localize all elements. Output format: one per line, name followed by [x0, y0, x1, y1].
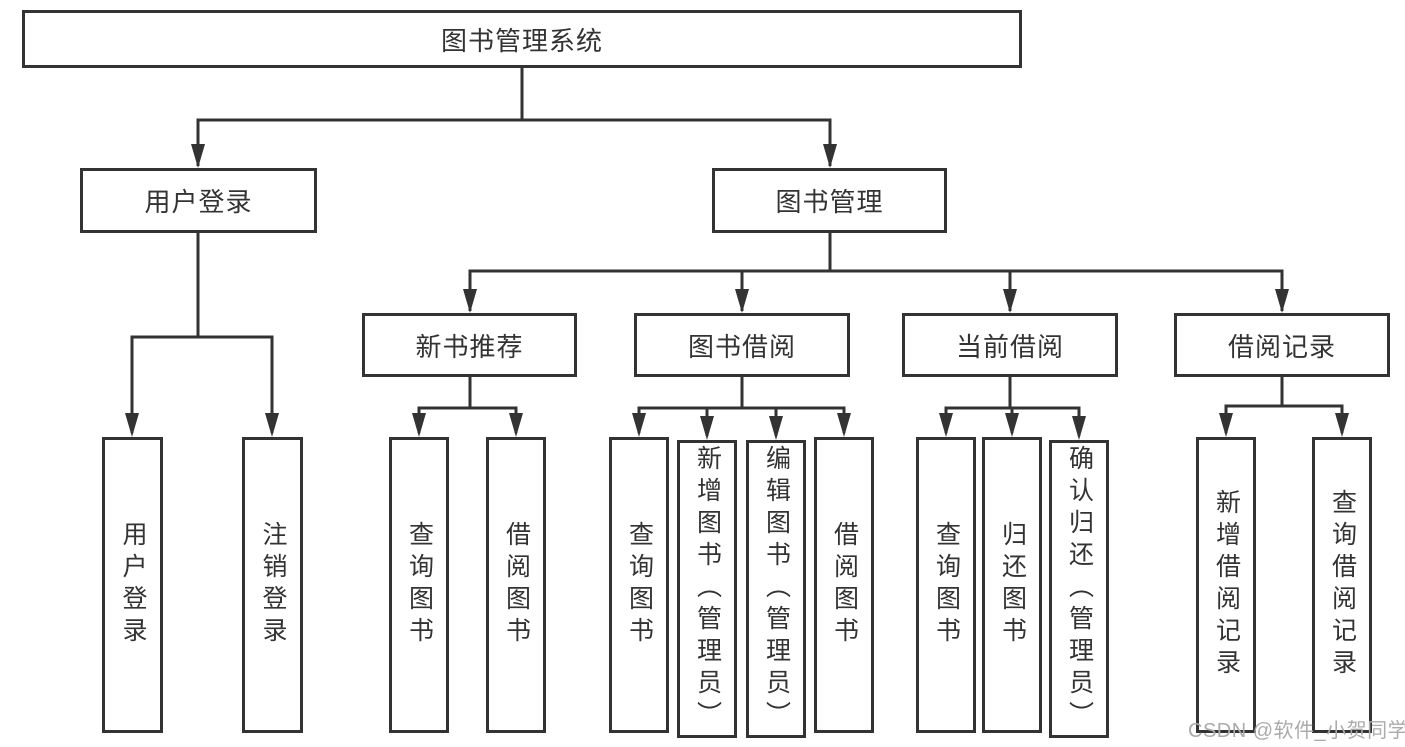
node-label: 查询借阅记录: [1328, 489, 1357, 681]
node-leaf-add-borrow-record: 新增借阅记录: [1196, 437, 1256, 733]
node-leaf-query-books-2: 查询图书: [609, 437, 669, 733]
node-label: 新增借阅记录: [1212, 489, 1241, 681]
node-label: 用户登录: [119, 521, 147, 649]
node-user-login: 用户登录: [80, 168, 317, 233]
node-label: 图书借阅: [687, 331, 796, 362]
node-label: 新书推荐: [415, 331, 524, 362]
node-label: 图书管理: [775, 187, 884, 217]
node-book-management: 图书管理: [712, 168, 947, 233]
node-leaf-edit-book-admin: 编辑图书（管理员）: [746, 440, 806, 738]
node-label: 编辑图书（管理员）: [762, 445, 791, 733]
node-label: 查询图书: [625, 521, 654, 649]
node-borrowing-records: 借阅记录: [1174, 313, 1390, 377]
node-leaf-return-books: 归还图书: [982, 437, 1042, 733]
node-label: 借阅图书: [502, 521, 531, 649]
node-leaf-borrow-books-1: 借阅图书: [486, 437, 546, 733]
node-label: 查询图书: [932, 521, 961, 649]
node-library-system: 图书管理系统: [22, 10, 1022, 68]
node-label: 当前借阅: [955, 331, 1064, 362]
node-leaf-confirm-return-admin: 确认归还（管理员）: [1049, 440, 1109, 738]
node-label: 确认归还（管理员）: [1065, 445, 1094, 733]
node-leaf-borrow-books-2: 借阅图书: [814, 437, 874, 733]
node-book-borrowing: 图书借阅: [634, 313, 850, 377]
node-label: 用户登录: [144, 187, 253, 217]
node-label: 新增图书（管理员）: [693, 445, 722, 733]
node-label: 图书管理系统: [440, 25, 603, 56]
node-leaf-user-login: 用户登录: [102, 437, 163, 733]
node-label: 注销登录: [259, 521, 287, 649]
node-leaf-add-book-admin: 新增图书（管理员）: [677, 440, 737, 738]
node-label: 查询图书: [405, 521, 434, 649]
csdn-watermark: CSDN @软件_小贺同学: [1188, 720, 1405, 742]
node-leaf-query-borrow-record: 查询借阅记录: [1312, 437, 1372, 733]
node-leaf-query-books-3: 查询图书: [916, 437, 976, 733]
node-current-borrowing: 当前借阅: [902, 313, 1118, 377]
node-new-book-recommendation: 新书推荐: [362, 313, 577, 377]
node-leaf-logout: 注销登录: [242, 437, 303, 733]
node-label: 借阅记录: [1227, 331, 1336, 362]
node-leaf-query-books-1: 查询图书: [389, 437, 449, 733]
node-label: 借阅图书: [830, 521, 859, 649]
node-label: 归还图书: [998, 521, 1027, 649]
